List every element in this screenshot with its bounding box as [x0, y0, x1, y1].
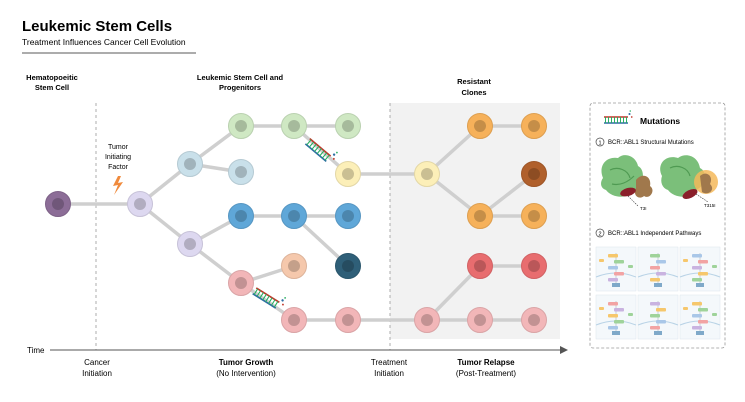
pathway-tile	[595, 294, 637, 340]
hsc-header-line2: Stem Cell	[35, 83, 69, 92]
cell-orange	[521, 113, 547, 139]
factor-label-line3: Factor	[108, 164, 129, 171]
cell-lightblue	[228, 159, 254, 185]
mutations-panel-title: Mutations	[640, 116, 680, 126]
mutation-label-1: T3I	[640, 206, 647, 211]
section-1-number: 1	[598, 141, 601, 147]
timeline-phase-label: Initiation	[374, 369, 404, 378]
section-1-title: BCR::ABL1 Structural Mutations	[608, 140, 694, 146]
resistant-header-line1: Resistant	[457, 77, 491, 86]
dna-mutation-markers	[252, 138, 338, 309]
protein-illustration-2	[660, 155, 718, 203]
dna-icon	[304, 138, 338, 162]
cell-pink	[467, 307, 493, 333]
cell-blue	[335, 203, 361, 229]
cell-pink	[281, 307, 307, 333]
factor-label-line2: Initiating	[105, 154, 131, 161]
cell-lavender	[177, 231, 203, 257]
cell-lightblue	[177, 151, 203, 177]
mutation-label-2: T315I	[704, 203, 716, 208]
lsc-header-line2: Progenitors	[219, 83, 261, 92]
cell-red	[467, 253, 493, 279]
lightning-icon	[113, 176, 123, 195]
cell-pink	[228, 270, 254, 296]
cell-green	[228, 113, 254, 139]
cell-orange	[467, 203, 493, 229]
cell-green	[281, 113, 307, 139]
lsc-header-line1: Leukemic Stem Cell and	[197, 73, 284, 82]
pathway-tile	[595, 246, 637, 292]
timeline-phase-label: (Post-Treatment)	[456, 369, 516, 378]
pathway-tile	[637, 294, 679, 340]
cell-layer	[45, 113, 547, 333]
cell-peach	[281, 253, 307, 279]
pathway-tile	[679, 294, 721, 340]
time-axis-label: Time	[27, 346, 45, 355]
cell-pink	[521, 307, 547, 333]
section-2-badge	[595, 228, 605, 238]
cell-lavender	[127, 191, 153, 217]
cell-yellow	[335, 161, 361, 187]
cell-blue	[281, 203, 307, 229]
timeline-phase-label: Tumor Growth	[219, 358, 274, 367]
cell-purple	[45, 191, 71, 217]
dna-icon	[604, 110, 633, 124]
resistant-header-line2: Clones	[461, 88, 486, 97]
pathway-tile	[679, 246, 721, 292]
page-subtitle: Treatment Influences Cancer Cell Evoluti…	[22, 37, 186, 47]
cell-darkteal	[335, 253, 361, 279]
pathway-tile	[637, 246, 679, 292]
timeline-phase-label: Cancer	[84, 358, 110, 367]
cell-yellow	[414, 161, 440, 187]
timeline-phase-label: (No Intervention)	[216, 369, 276, 378]
cell-green	[335, 113, 361, 139]
section-2-number: 2	[598, 232, 601, 238]
cell-blue	[228, 203, 254, 229]
mutations-dna-icon	[604, 110, 633, 124]
factor-label-line1: Tumor	[108, 144, 129, 151]
timeline-phase-label: Initiation	[82, 369, 112, 378]
cell-red	[521, 253, 547, 279]
section-1-badge	[595, 137, 605, 147]
cell-pink	[335, 307, 361, 333]
page-title: Leukemic Stem Cells	[22, 18, 172, 35]
pathway-thumbnails	[595, 246, 721, 340]
cell-orange	[521, 203, 547, 229]
timeline-phase-label: Tumor Relapse	[457, 358, 515, 367]
section-2-title: BCR::ABL1 Independent Pathways	[608, 231, 701, 237]
cell-pink	[414, 307, 440, 333]
cell-brown	[521, 161, 547, 187]
timeline-phase-label: Treatment	[371, 358, 408, 367]
cell-orange	[467, 113, 493, 139]
hsc-header-line1: Hematopoeitic	[26, 73, 78, 82]
protein-illustration-1	[601, 155, 653, 207]
dna-icon	[252, 287, 286, 309]
